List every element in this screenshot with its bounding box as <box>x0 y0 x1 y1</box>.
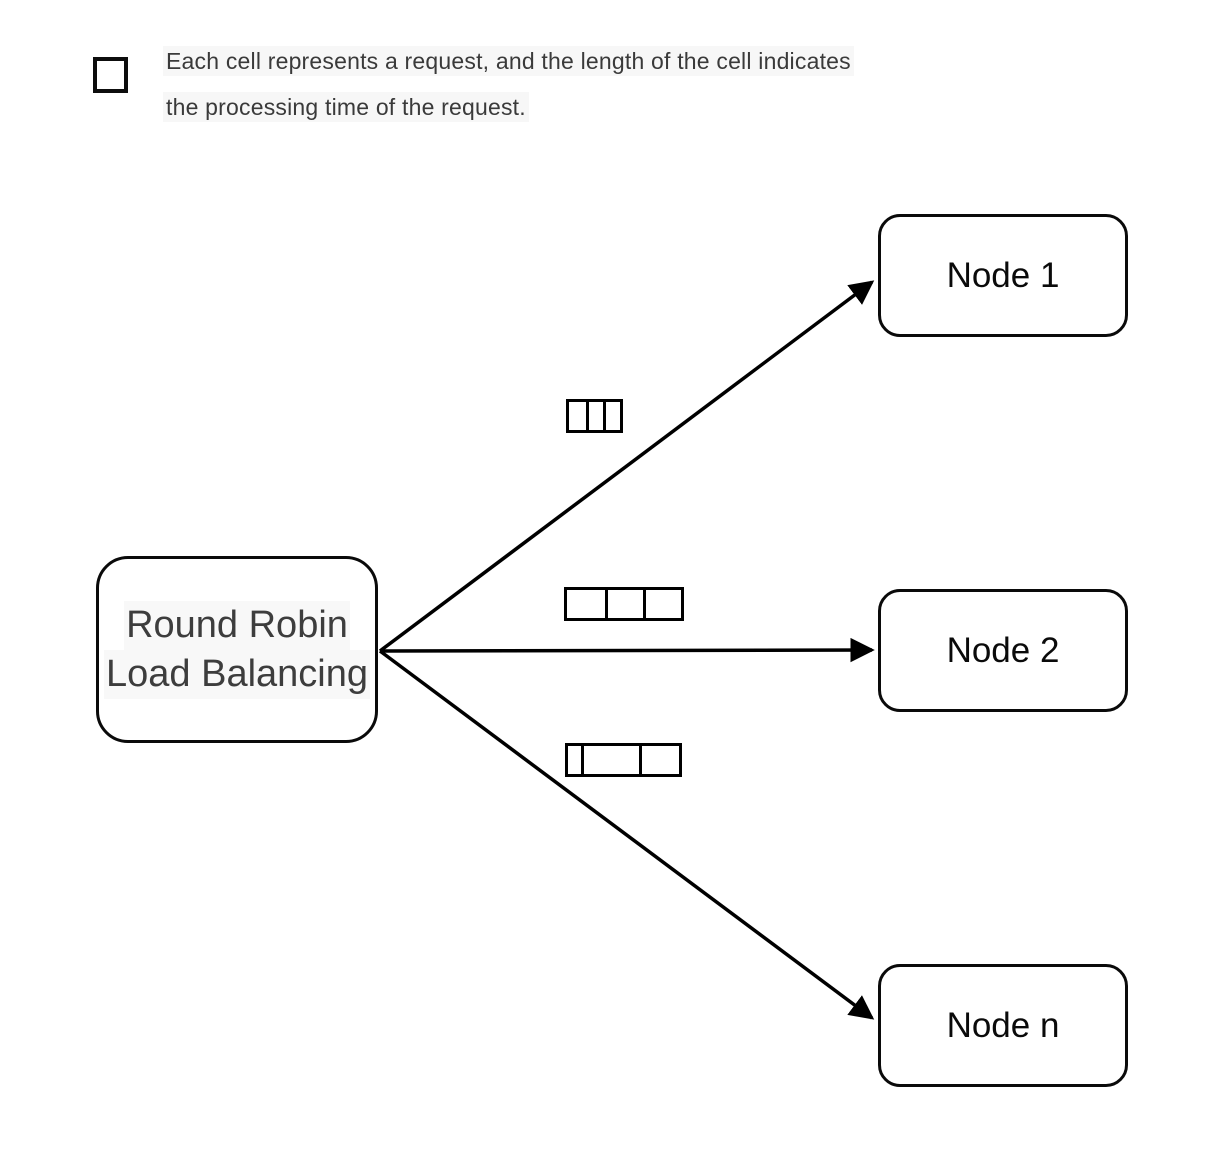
request-cell <box>639 746 679 774</box>
arrow-to-node-2 <box>379 637 875 663</box>
balancer-label-line-2: Load Balancing <box>104 649 370 699</box>
request-cells-group-2 <box>564 587 684 621</box>
arrow-to-node-n <box>378 649 875 1020</box>
request-cell <box>643 590 681 618</box>
legend-line-1: Each cell represents a request, and the … <box>163 46 854 76</box>
legend-text: Each cell represents a request, and the … <box>163 38 854 130</box>
node-n-box: Node n <box>878 964 1128 1087</box>
request-cell <box>581 746 639 774</box>
load-balancer-box: Round Robin Load Balancing <box>96 556 378 743</box>
node-2-label: Node 2 <box>946 630 1060 670</box>
legend-line-2: the processing time of the request. <box>163 92 529 122</box>
node-1-box: Node 1 <box>878 214 1128 337</box>
node-2-box: Node 2 <box>878 589 1128 712</box>
balancer-label-line-1: Round Robin <box>124 600 350 650</box>
request-cells-group-3 <box>565 743 682 777</box>
request-cells-group-1 <box>566 399 623 433</box>
request-cell <box>603 402 620 430</box>
node-n-label: Node n <box>946 1005 1060 1045</box>
request-cell <box>586 402 603 430</box>
request-cell <box>605 590 643 618</box>
request-cell <box>569 402 586 430</box>
request-cell <box>567 590 605 618</box>
request-cell <box>568 746 581 774</box>
request-cell-square-icon <box>93 57 128 93</box>
node-1-label: Node 1 <box>946 255 1060 295</box>
